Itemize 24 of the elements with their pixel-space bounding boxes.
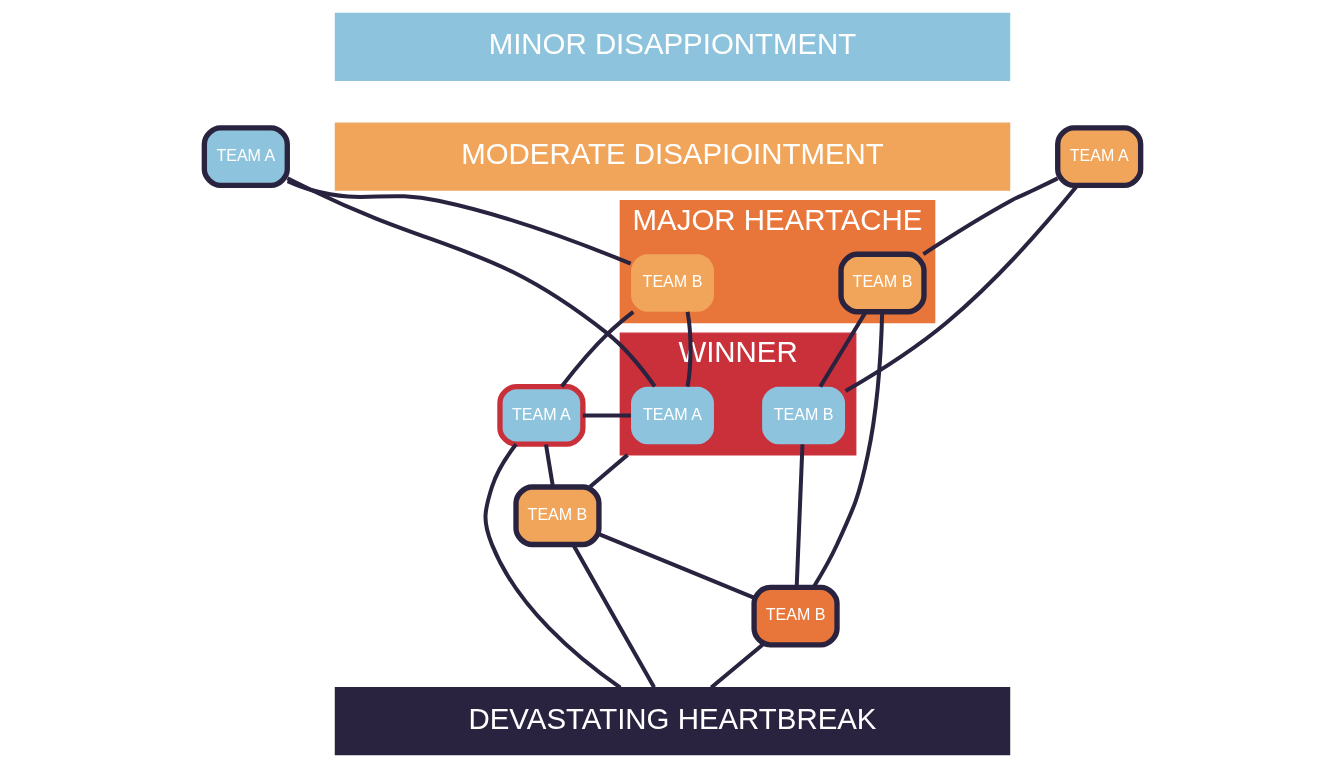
node-box: MODERATE DISAPIOINTMENT bbox=[334, 122, 1010, 191]
node-box: TEAM B bbox=[512, 484, 602, 548]
connector bbox=[811, 311, 884, 588]
node-box: TEAM A bbox=[1054, 125, 1143, 189]
node-box: TEAM B bbox=[761, 386, 845, 445]
connector bbox=[588, 453, 629, 489]
node-box: TEAM B bbox=[630, 254, 714, 312]
connector bbox=[582, 413, 631, 418]
connector bbox=[286, 176, 656, 388]
node-box: TEAM B bbox=[750, 584, 840, 648]
connector bbox=[286, 179, 631, 266]
node-box: TEAM A bbox=[630, 386, 714, 445]
node-box: TEAM A bbox=[496, 384, 586, 447]
node-box: MINOR DISAPPIONTMENT bbox=[334, 12, 1010, 82]
node-box: TEAM A bbox=[201, 125, 290, 189]
connector bbox=[921, 176, 1058, 256]
connector bbox=[597, 532, 755, 600]
node-box: TEAM B bbox=[837, 251, 927, 315]
node-box: DEVASTATING HEARTBREAK bbox=[334, 686, 1010, 756]
connector bbox=[559, 310, 635, 388]
connector bbox=[794, 444, 804, 587]
connector bbox=[709, 643, 764, 690]
connector bbox=[543, 444, 555, 488]
connector bbox=[483, 443, 621, 690]
